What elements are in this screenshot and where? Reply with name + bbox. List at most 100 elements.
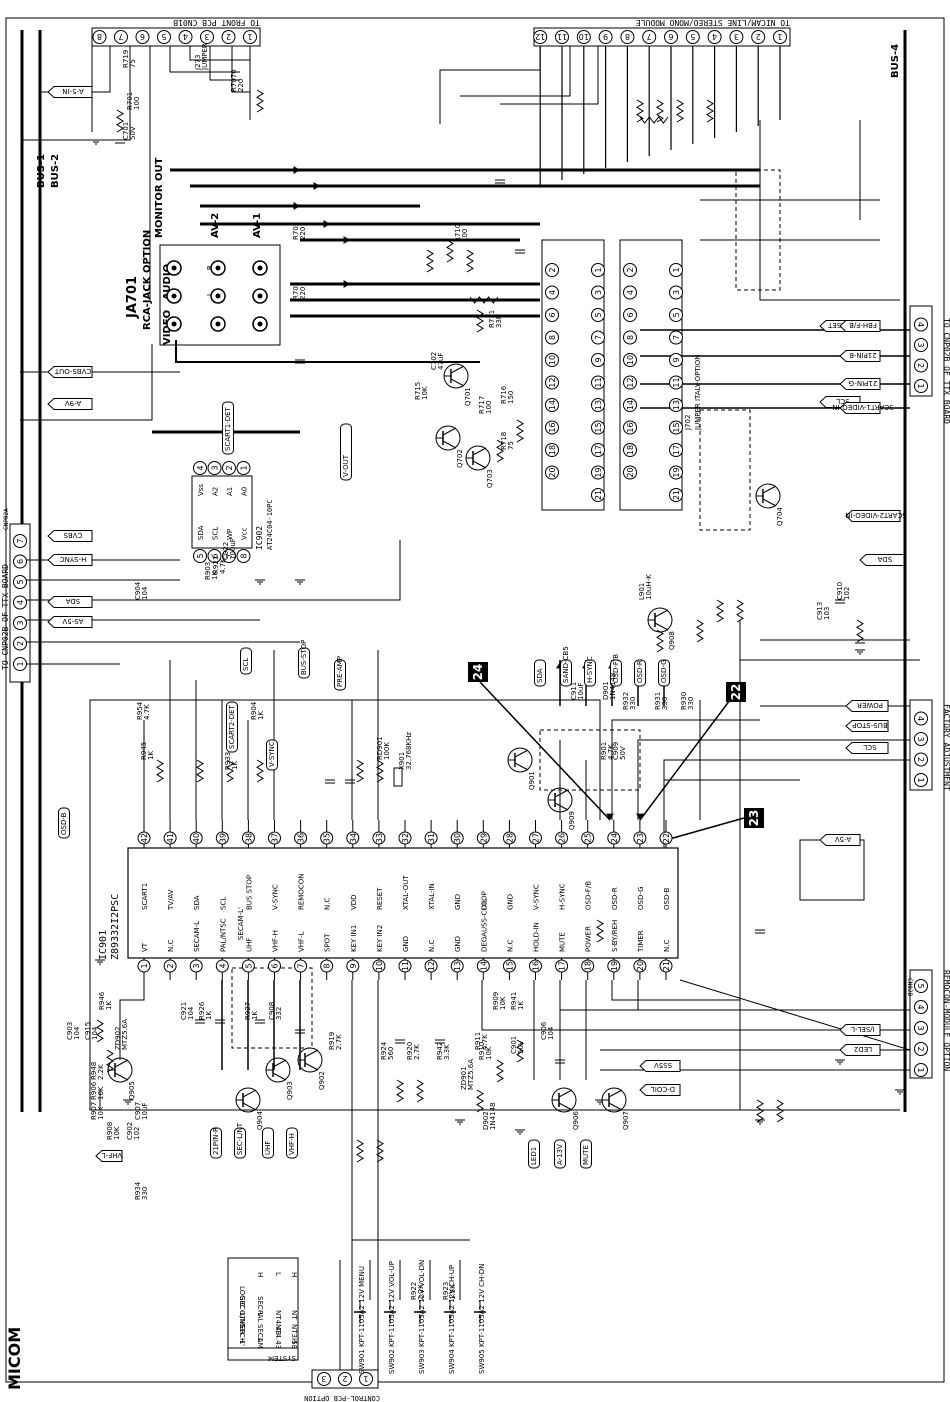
component-val-c915: 104: [91, 1026, 99, 1040]
ic902-pin-7-num: 7: [225, 553, 234, 558]
net-label-41-text: OSD-G: [660, 659, 668, 683]
nicam-pin-8: [620, 30, 635, 44]
component-ref-r942: R942: [436, 1042, 444, 1060]
net-label-14: SDA: [859, 554, 905, 566]
ttx-left-ref: CNP02A: [3, 508, 10, 530]
front-pcb-pin-3-num: 3: [204, 32, 209, 41]
net-label-9-text: AS-5V: [62, 617, 83, 625]
ic901-pin-name-7: VHF-L: [298, 931, 306, 952]
scart-a-pin-4-num: 4: [548, 290, 557, 295]
ic901-pin-num-17: 17: [558, 961, 567, 971]
component-ref-c907: C907: [134, 1102, 142, 1120]
transistor-q905: [107, 1057, 133, 1083]
scart-connector-block: J702 JUMPER ITALY-OPTION: [541, 239, 702, 511]
component-val-r945: 1K: [147, 751, 155, 760]
component-val-r7070: 220: [237, 79, 245, 92]
net-label-18-text: FBH-F/B: [849, 321, 877, 329]
ic902-pin-1-num: 4: [196, 465, 205, 470]
scart-a-pin-21: [591, 488, 605, 502]
ttx-left-pin-5: [13, 575, 27, 589]
ic901-pin-num-37: 37: [271, 833, 280, 843]
ttx-left-pin-2-num: 2: [16, 641, 25, 646]
ic901-pin-name-26: H-SYNC: [559, 883, 567, 910]
ic901-pin-12: [424, 959, 438, 973]
component-ref-d901: D901: [602, 681, 610, 700]
scart-a-pin-17: [591, 443, 605, 457]
ic901-pin-24: [607, 831, 621, 845]
component-val-r718: 75: [507, 441, 515, 450]
net-label-2: A-9V: [47, 398, 93, 410]
ic901-pin-6: [268, 959, 281, 973]
nicam-pin-2-num: 2: [756, 32, 761, 41]
component-ref-r904: R904: [250, 701, 258, 720]
remocon-pin-1-num: 1: [916, 1067, 925, 1072]
front-pcb-pin-4: [178, 30, 193, 44]
ic901-pin-num-24: 24: [610, 833, 619, 843]
component-ref-c910: C910: [836, 582, 844, 600]
scart-a-pin-5: [591, 308, 605, 322]
net-label-41: OSD-G: [658, 659, 670, 687]
scart-a-pin-10: [545, 353, 559, 367]
component-val-r710: 100: [461, 229, 469, 242]
scart-b-pin-1: [669, 263, 683, 277]
nicam-pin-10-num: 10: [579, 32, 589, 41]
component-ref-r934: R934: [134, 1181, 142, 1200]
switch-4: SW904 KPT-1105A2 12V CH-UP: [448, 1265, 456, 1374]
transistor-q908: [647, 607, 673, 633]
ic901-pin-name-36: REMOCON: [298, 874, 306, 910]
ttx-left-pin-4-num: 4: [16, 600, 25, 605]
ic902-pin-4: [236, 461, 251, 475]
ic901-pin-27: [529, 831, 542, 845]
component-ref-r919: R919: [328, 1032, 336, 1050]
component-val-r931: 330: [661, 697, 669, 710]
ic902-pin-name-7: WP: [226, 529, 234, 540]
ic901-pin-name-42: SCART1: [141, 883, 149, 910]
scart-a-pin-3: [591, 285, 605, 300]
component-ref-r921: R921: [212, 556, 220, 574]
component-val-zd902: MTZ5.6A: [121, 1019, 129, 1050]
component-val-r908: 10K: [113, 1126, 121, 1140]
component-ref-r946: R946: [98, 991, 106, 1010]
transistor-label-q909: Q909: [568, 811, 576, 830]
component-val-r934: 330: [141, 1187, 149, 1200]
net-label-36: SDA: [534, 659, 546, 687]
system-table-header-2: L: [274, 1272, 282, 1276]
net-label-28-text: I/SEL-L: [851, 1025, 875, 1033]
net-label-10-text: V-SYNC: [268, 741, 276, 767]
component-ref-c915: C915: [84, 1022, 92, 1040]
ttx-left-pin-2: [13, 636, 27, 651]
ic901-pin-14: [476, 959, 490, 973]
switch-2: SW902 KPT-1105A2 12V VOL-UP: [388, 1261, 396, 1374]
ic902-pin-name-8: Vcc: [241, 527, 249, 540]
component-val-r932: 330: [629, 697, 637, 710]
net-label-33-text: POWER: [857, 701, 883, 709]
net-label-39: OSD-F/B: [610, 654, 622, 687]
scart-a-pin-9: [591, 353, 605, 367]
ic901-pin-num-16: 16: [532, 961, 541, 971]
component-ref-zd901: ZD901: [460, 1066, 468, 1090]
ttx-left-connector: TO CNP02B OF TTX BOARD CNP02A: [1, 508, 31, 683]
scart-b-pin-16-num: 16: [626, 422, 635, 432]
ic901-pin-num-29: 29: [479, 833, 488, 843]
factory-pin-3: [914, 732, 928, 746]
component-ref-c922: C922: [222, 542, 230, 560]
ic901-pin-20: [633, 959, 647, 973]
net-label-28: I/SEL-L: [839, 1024, 881, 1036]
transistor-q703: [465, 445, 491, 471]
system-table-cell-1-3: L: [256, 1338, 264, 1342]
system-table-cell-3-3: H: [290, 1338, 298, 1343]
ic901-pin-30: [450, 831, 464, 845]
component-ref-r911: R911: [474, 1032, 482, 1050]
ic901-pin-name-17: MUTE: [559, 932, 567, 952]
net-label-8: SDA: [47, 596, 93, 608]
ic901-pin-5: [241, 959, 255, 973]
ic901-pin-16: [529, 959, 542, 973]
component-ref-l901: L901: [638, 583, 646, 600]
ic901-pin-25: [581, 831, 595, 845]
scart-a-pin-1-num: 1: [594, 267, 603, 272]
component-val-r946: 1K: [105, 1001, 113, 1010]
ic902-pin-name-2: A2: [212, 487, 220, 496]
transistor-q904: [235, 1087, 261, 1113]
bus-4-label: BUS-4: [890, 44, 901, 78]
transistor-label-q703: Q703: [486, 469, 494, 488]
